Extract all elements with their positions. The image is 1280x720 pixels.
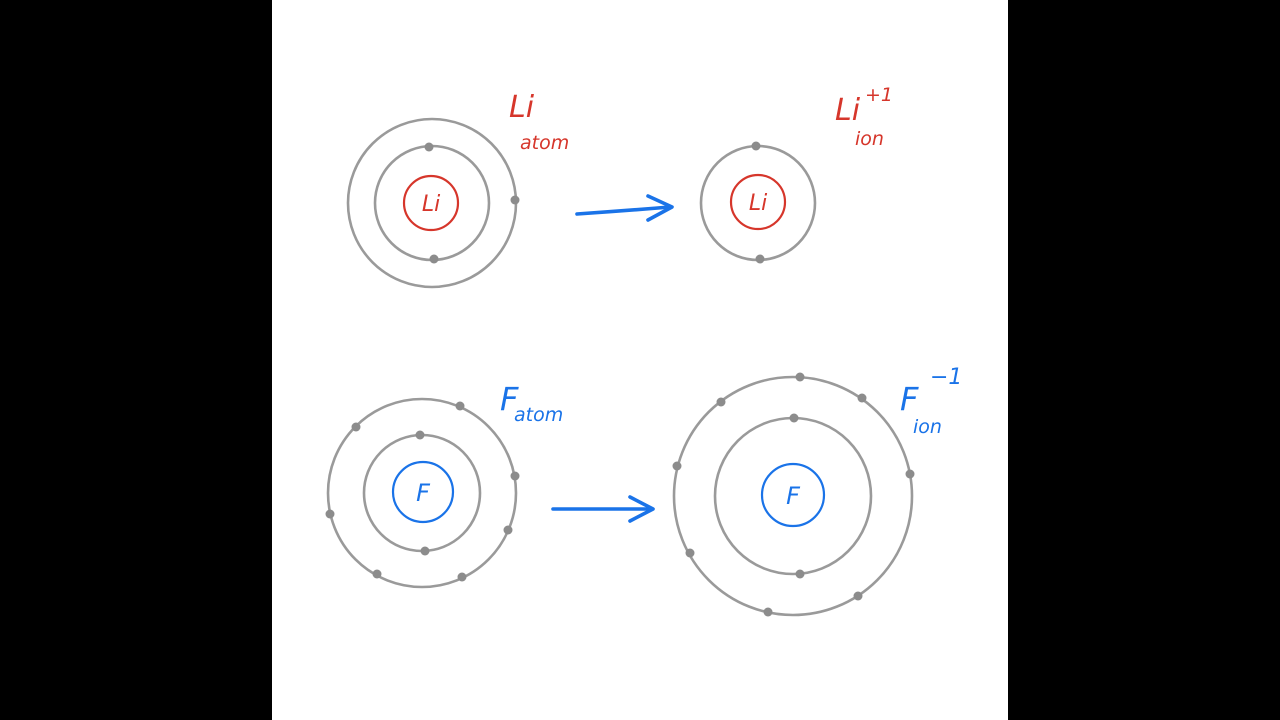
li-atom-nucleus xyxy=(402,174,460,232)
f-atom-symbol-label: F xyxy=(500,380,519,418)
li-atom-electron xyxy=(429,254,439,264)
f-ion-electron xyxy=(685,548,695,558)
f-atom-electron xyxy=(325,509,335,519)
li-atom-subscript-label: atom xyxy=(520,132,569,154)
f-atom-nucleus-label: F xyxy=(416,479,431,507)
f-atom-electron xyxy=(351,422,361,432)
f-ion-electron xyxy=(795,372,805,382)
ion-formation-diagram: Li Li atom Li Li +1 ion F F atom xyxy=(325,84,962,617)
f-atom-subscript-label: atom xyxy=(514,404,563,426)
f-atom-electron xyxy=(415,430,425,440)
f-atom-electron xyxy=(420,546,430,556)
li-ion-electron xyxy=(755,254,765,264)
li-ion-charge-label: +1 xyxy=(865,84,893,106)
li-ion-nucleus xyxy=(729,173,787,231)
whiteboard-canvas: Li Li atom Li Li +1 ion F F atom xyxy=(272,0,1008,720)
f-reaction-arrow xyxy=(551,495,655,523)
f-ion-symbol-label: F xyxy=(900,380,919,418)
li-ion-nucleus-label: Li xyxy=(749,191,767,216)
f-ion-electron xyxy=(905,469,915,479)
f-ion-electron xyxy=(763,607,773,617)
li-ion-subscript-label: ion xyxy=(855,128,884,150)
li-atom-nucleus-label: Li xyxy=(422,192,440,217)
li-reaction-arrow xyxy=(575,194,674,222)
f-atom-electron xyxy=(457,572,467,582)
f-atom-electron xyxy=(372,569,382,579)
li-atom-diagram: Li xyxy=(346,117,520,289)
li-atom-electron xyxy=(424,142,434,152)
f-ion-charge-label: −1 xyxy=(930,365,962,390)
f-atom-nucleus xyxy=(391,460,455,524)
f-ion-electron xyxy=(857,393,867,403)
f-ion-electron xyxy=(672,461,682,471)
f-ion-diagram: F xyxy=(672,372,915,617)
f-atom-electron xyxy=(503,525,513,535)
f-ion-electron xyxy=(789,413,799,423)
f-atom-outer-shell xyxy=(326,397,518,589)
f-ion-subscript-label: ion xyxy=(913,416,942,438)
li-atom-symbol-label: Li xyxy=(509,90,535,125)
f-ion-outer-shell xyxy=(672,375,914,617)
f-ion-electron xyxy=(853,591,863,601)
li-ion-diagram: Li xyxy=(699,141,817,264)
li-ion-symbol-label: Li xyxy=(835,93,861,128)
f-atom-diagram: F xyxy=(325,397,520,589)
f-ion-nucleus xyxy=(760,462,826,528)
li-atom-electron xyxy=(510,195,520,205)
f-ion-nucleus-label: F xyxy=(786,482,801,510)
f-ion-electron xyxy=(795,569,805,579)
f-atom-electron xyxy=(510,471,520,481)
li-ion-electron xyxy=(751,141,761,151)
f-atom-electron xyxy=(455,401,465,411)
f-ion-electron xyxy=(716,397,726,407)
